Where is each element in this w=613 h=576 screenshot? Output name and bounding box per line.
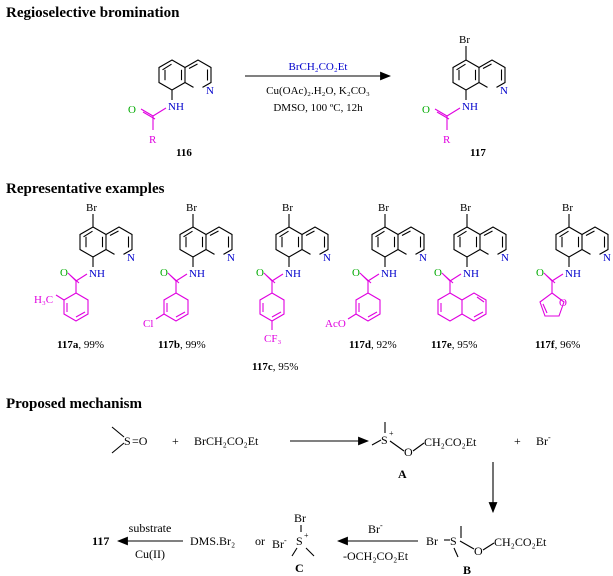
svg-text:O: O <box>422 104 430 116</box>
svg-text:NH: NH <box>462 101 478 113</box>
example-117e: Br N NH O 117e, 95% <box>431 202 509 351</box>
svg-text:NH: NH <box>463 268 479 280</box>
intermediate-A: S + O CH₂CO₂Et A <box>371 422 477 481</box>
mech-leaving-group: -OCH₂CO₂Et <box>343 549 409 563</box>
svg-text:Br: Br <box>282 202 293 214</box>
svg-text:S: S <box>296 534 303 548</box>
svg-text:R: R <box>149 134 157 146</box>
nh-atom: NH <box>168 101 184 113</box>
svg-text:S: S <box>124 434 131 448</box>
svg-text:117e, 95%: 117e, 95% <box>431 339 477 351</box>
svg-text:NH: NH <box>381 268 397 280</box>
reagent-label: BrCH₂CO₂Et <box>288 61 347 73</box>
example-117d: Br N NH O AcO 117d, 92% <box>325 202 427 351</box>
svg-text:O: O <box>474 544 483 558</box>
svg-text:N: N <box>603 252 611 264</box>
svg-text:117a, 99%: 117a, 99% <box>57 339 104 351</box>
svg-text:N: N <box>127 252 135 264</box>
svg-text:AcO: AcO <box>325 318 346 330</box>
svg-text:Br: Br <box>562 202 573 214</box>
header-representative-examples: Representative examples <box>6 181 165 197</box>
svg-text:O: O <box>160 267 168 279</box>
svg-text:R: R <box>443 134 451 146</box>
final-product-label: 117 <box>92 534 109 548</box>
svg-text:O: O <box>128 104 136 116</box>
svg-text:substrate: substrate <box>129 521 172 535</box>
intermediate-C: Br Br- S + C <box>272 511 315 575</box>
svg-text:S: S <box>450 534 457 548</box>
svg-text:Br: Br <box>186 202 197 214</box>
svg-text:Br-: Br- <box>272 536 287 551</box>
svg-text:+: + <box>172 434 179 448</box>
svg-text:N: N <box>323 252 331 264</box>
svg-text:N: N <box>227 252 235 264</box>
header-regioselective-bromination: Regioselective bromination <box>6 5 180 21</box>
svg-text:117c, 95%: 117c, 95% <box>252 361 298 373</box>
svg-text:N: N <box>500 85 508 97</box>
svg-text:Cl: Cl <box>143 318 153 330</box>
svg-text:or: or <box>255 534 265 548</box>
mech-reagent: BrCH₂CO₂Et <box>194 434 259 448</box>
svg-text:H₃C: H₃C <box>34 294 53 306</box>
example-117a: Br N NH O H₃C 117a, 99% <box>34 202 135 351</box>
svg-text:=O: =O <box>132 434 148 448</box>
svg-text:S: S <box>381 433 388 447</box>
svg-text:NH: NH <box>189 268 205 280</box>
svg-text:O: O <box>536 267 544 279</box>
svg-text:Br: Br <box>460 202 471 214</box>
svg-text:O: O <box>404 445 413 459</box>
svg-text:O: O <box>256 267 264 279</box>
example-117f: Br N NH O O 117f, 96% <box>535 202 611 351</box>
svg-text:Br-: Br- <box>368 521 383 536</box>
example-117c: Br N NH O CF₃ 117c, 95% <box>252 202 331 373</box>
svg-text:O: O <box>559 297 567 309</box>
svg-text:N: N <box>501 252 509 264</box>
svg-text:Br: Br <box>378 202 389 214</box>
svg-text:NH: NH <box>565 268 581 280</box>
product-label: 117 <box>470 147 486 159</box>
svg-text:A: A <box>398 467 407 481</box>
svg-text:CF₃: CF₃ <box>264 333 281 345</box>
dms-br2: DMS.Br₂ <box>190 534 235 548</box>
svg-text:+: + <box>304 531 309 540</box>
svg-text:N: N <box>419 252 427 264</box>
svg-text:O: O <box>434 267 442 279</box>
dmso-structure: S =O <box>111 426 148 454</box>
svg-text:Br: Br <box>459 34 470 46</box>
svg-text:Cu(II): Cu(II) <box>135 547 165 561</box>
svg-text:NH: NH <box>89 268 105 280</box>
substrate-116-structure: N NH O R 116 <box>128 59 214 159</box>
svg-text:+: + <box>389 429 394 438</box>
svg-text:117b, 99%: 117b, 99% <box>158 339 206 351</box>
substrate-label: 116 <box>176 147 192 159</box>
svg-text:117d, 92%: 117d, 92% <box>349 339 397 351</box>
example-117b: Br N NH O Cl 117b, 99% <box>143 202 235 351</box>
conditions-line1: Cu(OAc)₂.H₂O, K₂CO₃ <box>266 85 370 97</box>
svg-text:Br: Br <box>86 202 97 214</box>
svg-text:B: B <box>463 563 471 576</box>
svg-text:O: O <box>352 267 360 279</box>
svg-text:Br: Br <box>426 534 438 548</box>
svg-text:+: + <box>514 434 521 448</box>
product-117-structure: Br N NH O R 117 <box>422 34 508 159</box>
svg-text:C: C <box>295 561 304 575</box>
header-proposed-mechanism: Proposed mechanism <box>6 396 142 412</box>
svg-text:CH₂CO₂Et: CH₂CO₂Et <box>424 435 477 449</box>
svg-text:117f, 96%: 117f, 96% <box>535 339 580 351</box>
intermediate-B: Br S O CH₂CO₂Et B <box>426 526 547 576</box>
bromide-ion: Br- <box>536 433 551 448</box>
svg-text:Br: Br <box>294 511 306 525</box>
svg-text:O: O <box>60 267 68 279</box>
svg-text:CH₂CO₂Et: CH₂CO₂Et <box>494 535 547 549</box>
conditions-line2: DMSO, 100 ºC, 12h <box>273 102 363 114</box>
svg-text:NH: NH <box>285 268 301 280</box>
svg-text:N: N <box>206 85 214 97</box>
